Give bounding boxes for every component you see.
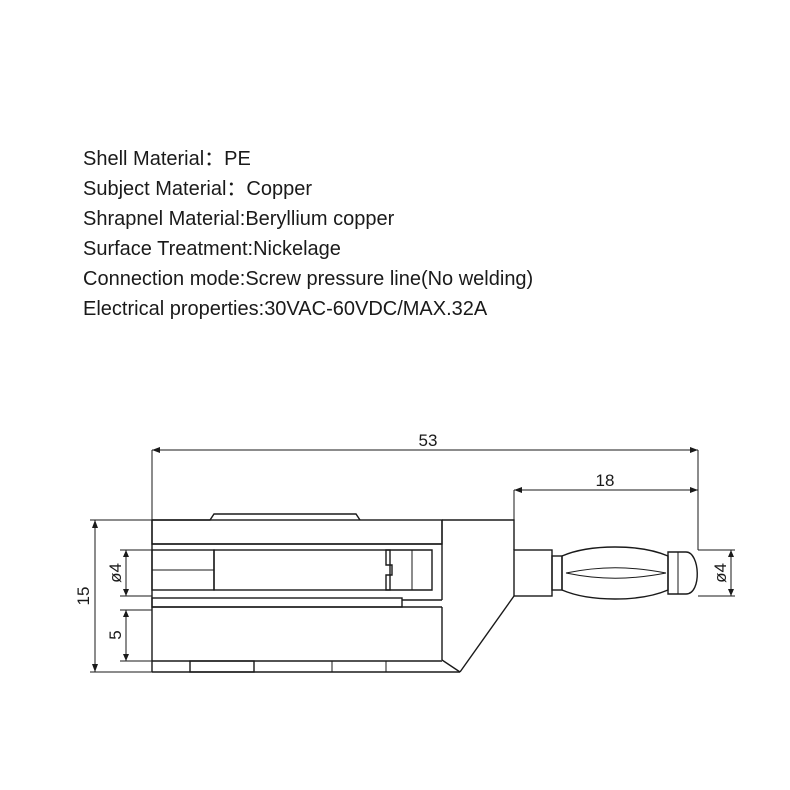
connector-body <box>151 513 515 673</box>
bore-diameter-label: ø4 <box>106 563 125 583</box>
screw-shaft <box>213 549 391 591</box>
dimension-overall-length: 53 <box>151 431 699 550</box>
spec-connection-mode: Connection mode:Screw pressure line(No w… <box>83 268 534 290</box>
height-label: 15 <box>74 587 93 606</box>
spec-surface-treatment: Surface Treatment:Nickelage <box>83 238 341 260</box>
plug-length-label: 18 <box>596 471 615 490</box>
plug-neck <box>551 555 563 591</box>
dimension-plug-length: 18 <box>513 471 698 550</box>
pin-diameter-label: ø4 <box>711 563 730 583</box>
plug-spring-contact <box>561 546 669 600</box>
bottom-insert <box>189 660 255 673</box>
spec-electrical-properties: Electrical properties:30VAC-60VDC/MAX.32… <box>83 298 488 320</box>
spec-list: Shell Material：PE Subject Material：Coppe… <box>83 144 533 324</box>
banana-plug <box>513 546 698 600</box>
spec-shell-material: Shell Material：PE <box>83 148 251 170</box>
plug-tip <box>667 551 698 595</box>
plug-collar <box>513 549 553 597</box>
lower-height-label: 5 <box>106 630 125 639</box>
spec-subject-material: Subject Material：Copper <box>83 178 313 200</box>
shell-top <box>151 519 443 545</box>
spec-shrapnel-material: Shrapnel Material:Beryllium copper <box>83 208 395 230</box>
dimension-pin-diameter: ø4 <box>698 549 735 597</box>
dimension-lower-height: 5 <box>106 609 152 662</box>
bore-bottom-wall <box>151 597 403 608</box>
dimension-bore-diameter: ø4 <box>106 549 152 597</box>
screw-head <box>385 549 433 591</box>
overall-length-label: 53 <box>419 431 438 450</box>
dimension-height: 15 <box>74 519 152 673</box>
